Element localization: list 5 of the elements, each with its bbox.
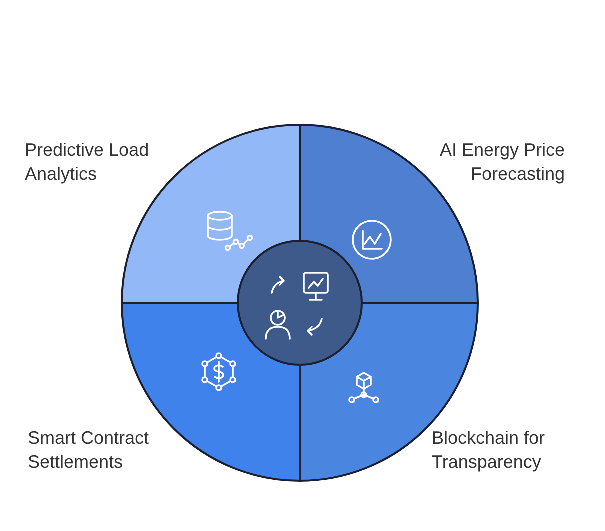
segment-label: Smart Contract Settlements (28, 427, 150, 474)
center-circle (237, 240, 363, 366)
segment-label: Predictive Load Analytics (25, 139, 150, 186)
segment-label: Blockchain for Transparency (432, 427, 546, 474)
segment-label: AI Energy Price Forecasting (438, 139, 565, 186)
